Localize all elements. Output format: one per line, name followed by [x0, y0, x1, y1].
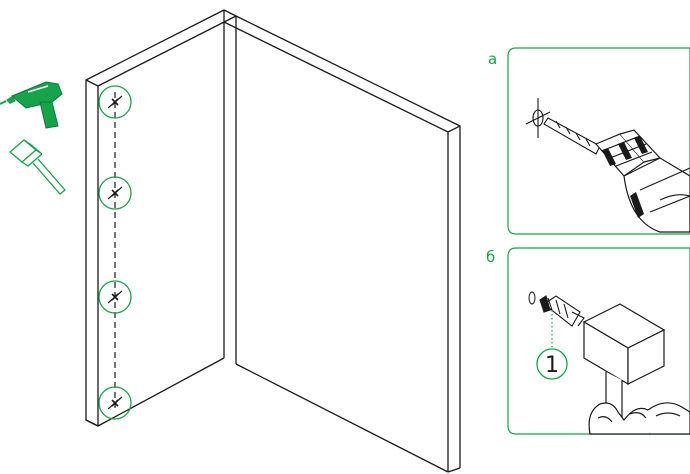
drill-mark-circle	[98, 176, 132, 210]
wall-plug-icon	[539, 295, 585, 327]
hammer-icon	[8, 139, 66, 195]
callout-circle-1	[536, 348, 568, 380]
drill-mark-circle	[98, 280, 132, 314]
hand-icon	[588, 402, 690, 435]
detail-panel-a: а	[488, 47, 690, 235]
detail-panel-b: б 1	[486, 247, 690, 435]
panel-assembly	[85, 9, 461, 473]
drill-mark	[98, 280, 132, 314]
drill-icon	[0, 81, 63, 129]
drill-mark	[98, 386, 132, 420]
washer-icon	[528, 291, 536, 305]
left-panel-top	[85, 9, 237, 87]
drill-mark-point	[111, 189, 119, 197]
drill-mark-point	[111, 399, 119, 407]
callout-number-1: 1	[545, 353, 559, 378]
drill-mark	[98, 85, 132, 119]
drill-mark-point	[111, 98, 119, 106]
drill-mark-point	[111, 293, 119, 301]
panel-b-label: б	[486, 248, 495, 266]
panel-a-label: а	[488, 50, 497, 68]
right-panel-top	[223, 15, 461, 133]
drill-mark	[98, 176, 132, 210]
drill-mark-circle	[98, 386, 132, 420]
drill-marks	[98, 85, 132, 420]
left-panel-front	[85, 79, 99, 427]
drill-mark-circle	[98, 85, 132, 119]
hammer-detail-icon	[582, 303, 666, 421]
